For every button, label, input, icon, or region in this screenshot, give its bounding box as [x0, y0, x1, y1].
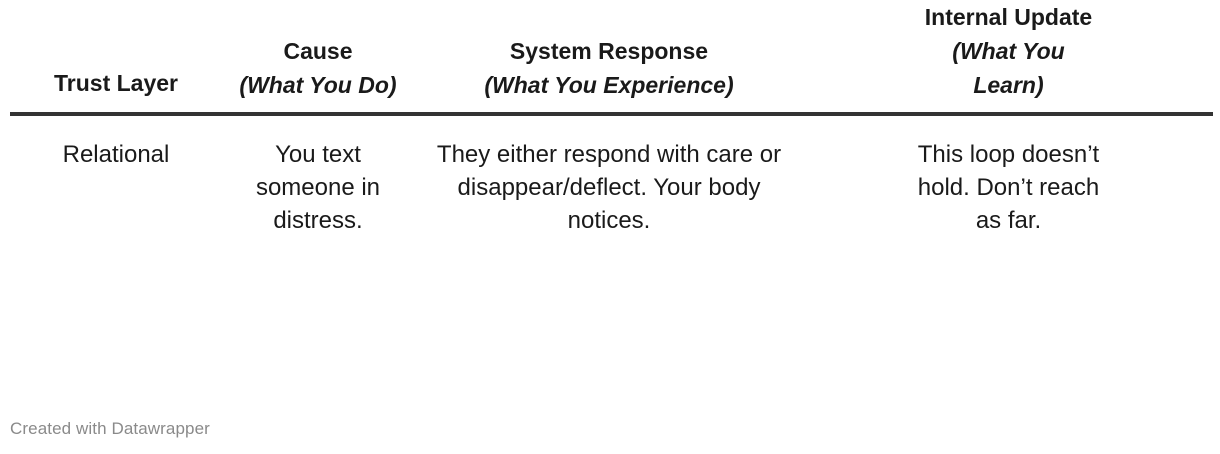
datawrapper-credit[interactable]: Created with Datawrapper [10, 419, 210, 438]
column-title-trust-layer: Trust Layer [54, 70, 178, 96]
cell-cause: You text someone in distress. [222, 114, 414, 237]
column-title-cause: Cause [283, 38, 353, 64]
header-row: Trust Layer Cause (What You Do) System R… [10, 0, 1213, 116]
column-header-cause-inner: Cause (What You Do) [228, 34, 408, 102]
column-header-cause[interactable]: Cause (What You Do) [222, 0, 414, 116]
cell-internal-update-text: This loop doesn’t hold. Don’t reach as f… [917, 141, 1100, 234]
column-header-system-response-inner: System Response (What You Experience) [420, 34, 798, 102]
column-header-system-response[interactable]: System Response (What You Experience) [414, 0, 804, 116]
cell-system-response-text: They either respond with care or disappe… [436, 141, 782, 234]
table-container: Trust Layer Cause (What You Do) System R… [10, 0, 1213, 237]
cell-trust-layer: Relational [10, 114, 222, 237]
column-title-system-response: System Response [509, 38, 709, 64]
table-header: Trust Layer Cause (What You Do) System R… [10, 0, 1213, 116]
column-subtitle-cause: (What You Do) [239, 72, 397, 98]
data-table: Trust Layer Cause (What You Do) System R… [10, 0, 1213, 237]
cell-trust-layer-text: Relational [62, 141, 170, 168]
column-header-internal-update[interactable]: Internal Update (What You Learn) [804, 0, 1213, 116]
column-header-trust-layer-inner: Trust Layer [16, 66, 216, 100]
table-row: Relational You text someone in distress.… [10, 114, 1213, 237]
cell-internal-update: This loop doesn’t hold. Don’t reach as f… [804, 114, 1213, 237]
cell-system-response: They either respond with care or disappe… [414, 114, 804, 237]
column-subtitle-internal-update: (What You Learn) [952, 38, 1065, 98]
column-header-trust-layer[interactable]: Trust Layer [10, 0, 222, 116]
column-subtitle-system-response: (What You Experience) [484, 72, 734, 98]
cell-cause-text: You text someone in distress. [255, 141, 381, 234]
column-header-internal-update-inner: Internal Update (What You Learn) [919, 0, 1099, 102]
table-body: Relational You text someone in distress.… [10, 114, 1213, 237]
column-title-internal-update: Internal Update [924, 4, 1093, 30]
